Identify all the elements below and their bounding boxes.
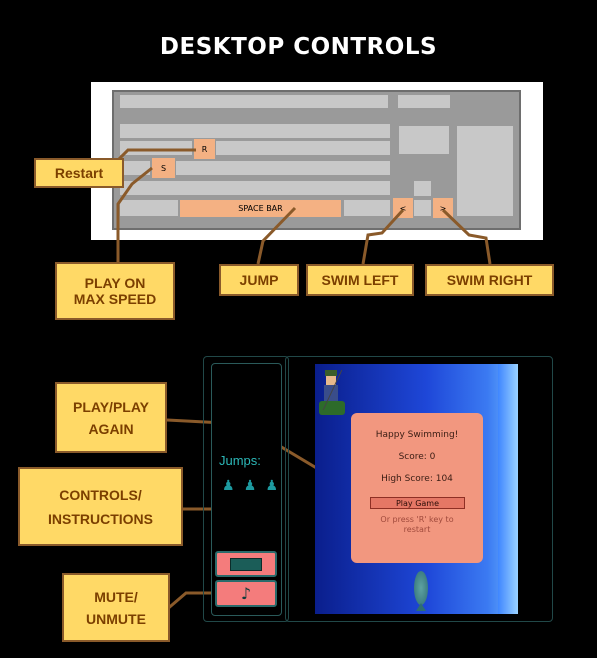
restart-label: Restart	[34, 158, 124, 188]
key-row	[176, 161, 390, 175]
key-row	[120, 200, 178, 216]
max-speed-label: PLAY ON MAX SPEED	[55, 262, 175, 320]
controls-label-line1: CONTROLS/	[59, 486, 142, 503]
fish-icon	[412, 571, 430, 611]
person-icon: ♟	[222, 478, 235, 494]
s-key: S	[152, 158, 175, 178]
high-score-text: High Score: 104	[381, 474, 453, 484]
key-row	[344, 200, 390, 216]
key-row	[120, 161, 150, 175]
controls-label-line2: INSTRUCTIONS	[48, 510, 153, 527]
page-heading: DESKTOP CONTROLS	[159, 34, 438, 60]
swim-right-label: SWIM RIGHT	[425, 264, 554, 296]
play-game-button[interactable]: Play Game	[370, 497, 465, 509]
jumps-label: Jumps:	[219, 453, 261, 468]
play-again-label-line2: AGAIN	[88, 420, 134, 437]
left-arrow-key: <	[393, 198, 413, 218]
key-row	[120, 181, 390, 195]
game-sidebar-frame	[203, 356, 289, 622]
restart-hint-line1: Or press 'R' key to	[380, 515, 454, 524]
person-icon: ♟	[243, 478, 257, 494]
key-row	[216, 141, 390, 155]
game-area-frame	[285, 356, 553, 622]
music-note-icon: ♪	[240, 584, 252, 603]
jumps-counter: ♟ ♟ ♟	[222, 478, 278, 494]
key-block	[399, 126, 449, 154]
play-again-label-line1: PLAY/PLAY	[73, 398, 149, 415]
max-speed-label-line1: PLAY ON	[84, 275, 146, 291]
controls-button[interactable]	[215, 551, 277, 577]
game-panel	[351, 413, 483, 563]
keyboard-icon	[230, 557, 262, 571]
key-row	[120, 95, 388, 108]
fisherman-icon	[319, 370, 345, 424]
jump-label: JUMP	[219, 264, 299, 296]
max-speed-label-line2: MAX SPEED	[73, 291, 157, 307]
score-text: Score: 0	[398, 452, 436, 462]
play-again-label: PLAY/PLAY AGAIN	[55, 382, 167, 453]
space-bar-key: SPACE BAR	[180, 200, 341, 217]
mute-unmute-label: MUTE/ UNMUTE	[62, 573, 170, 642]
arrow-down-key	[414, 200, 431, 216]
mute-label-line1: MUTE/	[94, 588, 138, 605]
mute-button[interactable]: ♪	[215, 580, 277, 607]
controls-instructions-label: CONTROLS/ INSTRUCTIONS	[18, 467, 183, 546]
game-screen-edge	[498, 364, 518, 614]
person-icon: ♟	[265, 478, 278, 494]
mute-label-line2: UNMUTE	[86, 610, 146, 627]
key-row	[398, 95, 450, 108]
swim-left-label: SWIM LEFT	[306, 264, 414, 296]
numpad-block	[457, 126, 513, 216]
key-row	[120, 124, 390, 138]
r-key: R	[194, 139, 215, 159]
panel-title: Happy Swimming!	[375, 430, 459, 440]
restart-hint-line2: restart	[403, 525, 431, 534]
arrow-up-key	[414, 181, 431, 196]
